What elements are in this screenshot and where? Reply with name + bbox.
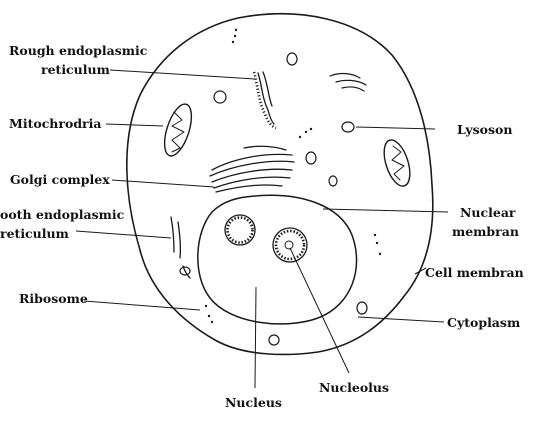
label-rough-er-line2: reticulum [41,62,110,77]
cell-membrane [126,13,434,356]
smooth-er [170,216,182,259]
label-smooth-er-line2: reticulum [0,226,69,241]
label-ribosome: Ribosome [19,291,88,306]
mitochondrion-left [163,103,193,157]
label-smooth-er-line1: ooth endoplasmic [0,207,125,222]
leader-lines [75,69,449,389]
nucleolus-small [224,214,256,246]
mitochondrion-right [383,139,411,187]
label-lysosome: Lysoson [457,122,512,137]
lysosomes [179,52,368,346]
rough-er [252,71,277,130]
golgi-complex [209,145,295,193]
label-cytoplasm: Cytoplasm [447,315,520,330]
label-nuclear-membrane-line2: membran [452,224,519,239]
nuclear-membrane [197,194,358,325]
golgi-small [329,72,367,92]
label-golgi: Golgi complex [10,172,110,187]
label-nucleolus: Nucleolus [319,380,389,395]
label-nucleus: Nucleus [225,395,282,410]
label-cell-membrane: Cell membran [425,265,524,280]
ribosomes [204,28,382,324]
label-rough-er-line1: Rough endoplasmic [9,43,148,58]
label-mitochondria: Mitochrodria [9,116,102,131]
nucleolus [272,227,308,263]
label-nuclear-membrane-line1: Nuclear [460,205,516,220]
